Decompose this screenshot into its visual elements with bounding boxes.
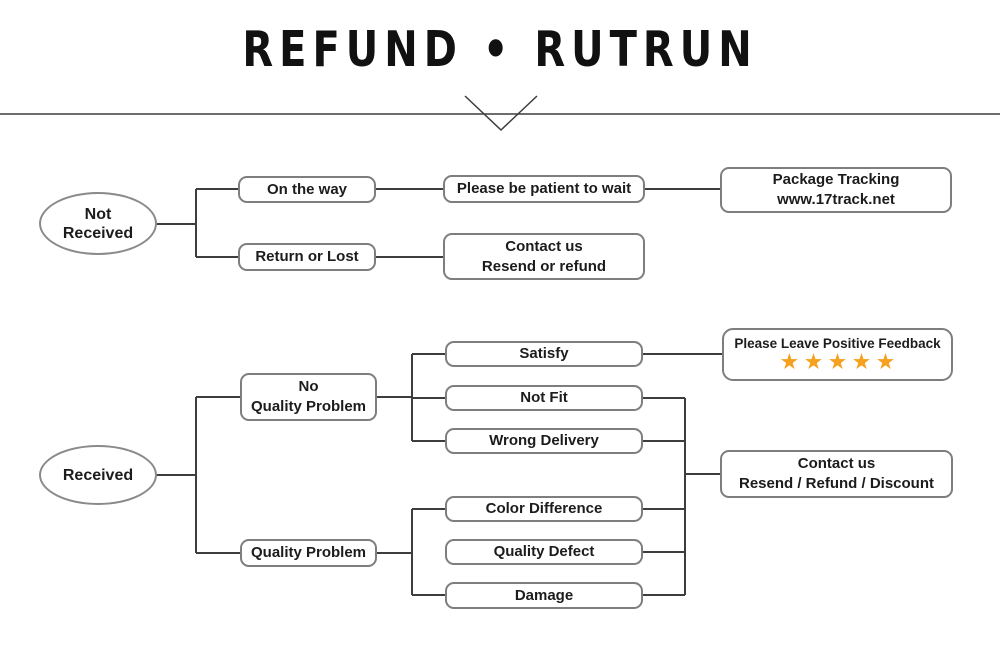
node-label: On the way — [266, 180, 348, 198]
node-label: Contact us — [505, 237, 583, 255]
node-label: Quality Problem — [250, 544, 367, 561]
node-label: Please Leave Positive Feedback — [734, 336, 941, 351]
node-positive-feedback: Please Leave Positive Feedback ★★★★★ — [722, 328, 953, 381]
node-return-or-lost: Return or Lost — [238, 243, 376, 271]
node-label: Quality Problem — [250, 398, 367, 415]
node-label: Resend or refund — [481, 257, 607, 275]
node-label: Color Difference — [485, 500, 603, 517]
node-damage: Damage — [445, 582, 643, 609]
node-label: Not Fit — [520, 389, 568, 406]
node-contact-us-resend-or-refund: Contact us Resend or refund — [443, 233, 645, 280]
edges-not-received — [156, 188, 720, 258]
node-on-the-way: On the way — [238, 176, 376, 203]
node-received: Received — [39, 445, 157, 505]
node-label: Quality Defect — [493, 543, 595, 560]
node-package-tracking: Package Tracking www.17track.net — [720, 167, 952, 213]
node-label: Wrong Delivery — [489, 432, 599, 449]
chevron-down-icon — [464, 95, 538, 132]
node-label: Please be patient to wait — [456, 180, 632, 197]
node-quality-problem: Quality Problem — [240, 539, 377, 567]
page-title: REFUND • RUTRUN — [242, 22, 758, 79]
node-contact-us-resend-refund-discount: Contact us Resend / Refund / Discount — [720, 450, 953, 498]
node-quality-defect: Quality Defect — [445, 539, 643, 565]
node-color-difference: Color Difference — [445, 496, 643, 522]
node-label: Package Tracking — [772, 171, 900, 188]
node-label: No — [298, 378, 319, 395]
node-label: Received — [62, 224, 134, 242]
star-rating: ★★★★★ — [780, 352, 902, 373]
node-wrong-delivery: Wrong Delivery — [445, 428, 643, 454]
node-label: Not — [84, 205, 112, 223]
node-label: Satisfy — [519, 345, 569, 362]
node-label: Damage — [514, 586, 574, 604]
node-no-quality-problem: No Quality Problem — [240, 373, 377, 421]
node-label: Received — [62, 466, 134, 484]
node-label: Return or Lost — [255, 248, 359, 265]
node-label: Resend / Refund / Discount — [738, 475, 934, 492]
node-satisfy: Satisfy — [445, 341, 643, 367]
tracking-url: www.17track.net — [777, 191, 895, 208]
node-please-be-patient: Please be patient to wait — [443, 175, 645, 203]
node-not-fit: Not Fit — [445, 385, 643, 411]
node-label: Contact us — [797, 455, 876, 472]
edges-received — [156, 353, 722, 596]
node-not-received: Not Received — [39, 192, 157, 255]
